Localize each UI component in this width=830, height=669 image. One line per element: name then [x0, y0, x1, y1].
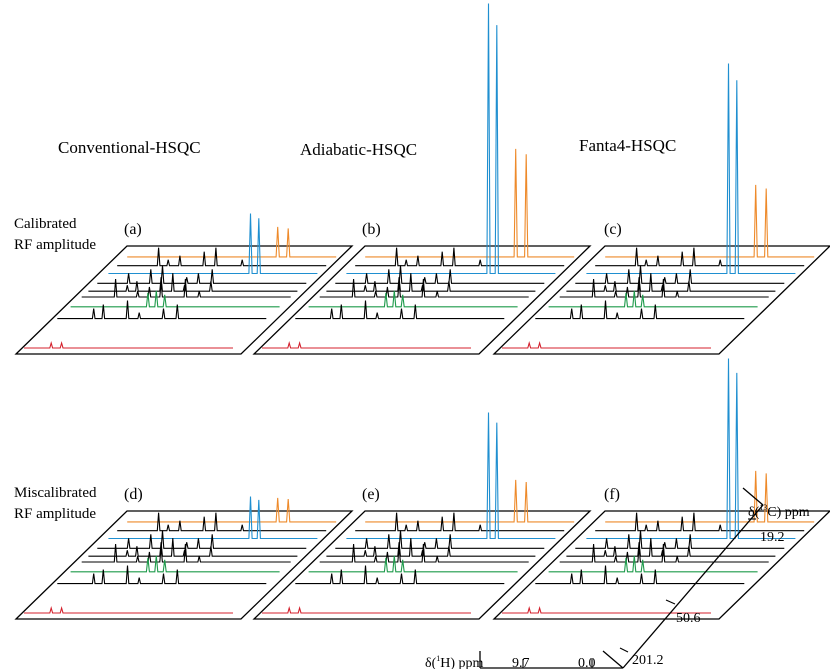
column-title-conventional: Conventional-HSQC [58, 138, 201, 157]
c13-axis-label: δ(13C) ppm [748, 503, 810, 520]
panel-frame [14, 245, 354, 355]
spectrum-trace-red [502, 605, 711, 614]
panel-f-depth-box [479, 487, 764, 669]
panel-label-f: (f) [604, 486, 620, 503]
row-label-calibrated-line1: Calibrated [14, 216, 77, 232]
spectrum-trace-blue [108, 496, 318, 540]
panel-frame [252, 510, 592, 620]
spectrum-trace-black [595, 512, 805, 532]
h1-axis-label: δ(1H) ppm [425, 654, 484, 669]
spectrum-trace-black [566, 538, 776, 557]
spectrum-trace-black [295, 565, 505, 585]
panel-label-b: (b) [362, 221, 381, 238]
spectrum-trace-black [575, 265, 785, 284]
spectra-panels [14, 3, 830, 620]
spectrum-trace-black [88, 538, 298, 557]
spectrum-trace-black [575, 530, 785, 549]
spectrum-trace-black [566, 273, 776, 292]
panel-frame [252, 245, 592, 355]
spectrum-trace-black [117, 512, 327, 532]
spectrum-trace-red [262, 340, 471, 349]
panel-f [492, 358, 830, 620]
spectrum-trace-black [335, 265, 545, 284]
spectrum-trace-black [326, 538, 536, 557]
spectrum-trace-blue [346, 412, 556, 540]
spectrum-trace-blue [108, 213, 318, 275]
panel-frame [492, 245, 830, 355]
depth-box-right-edge [622, 504, 764, 669]
row-label-miscalibrated-line2: RF amplitude [14, 506, 96, 522]
spectrum-trace-black [57, 565, 267, 585]
h1-tick-label-9.7: 9.7 [512, 656, 530, 669]
spectrum-trace-blue [586, 63, 796, 275]
column-title-adiabatic: Adiabatic-HSQC [300, 140, 417, 159]
spectrum-trace-orange [365, 479, 575, 523]
spectrum-trace-black [295, 300, 505, 320]
panel-label-e: (e) [362, 486, 380, 503]
panel-frame [492, 510, 830, 620]
c13-tick-label-19: 19.2 [760, 530, 785, 545]
panel-c [492, 63, 830, 355]
spectrum-trace-blue [346, 3, 556, 275]
panel-e [252, 412, 592, 620]
spectrum-trace-red [262, 605, 471, 614]
spectrum-trace-black [535, 565, 745, 585]
row-label-miscalibrated-line1: Miscalibrated [14, 485, 97, 501]
spectrum-trace-green [548, 555, 758, 573]
spectrum-trace-orange [127, 226, 337, 258]
panel-b [252, 3, 592, 355]
spectrum-trace-green [548, 290, 758, 308]
spectrum-trace-red [24, 340, 233, 349]
h1-tick-label-0.0: 0.0 [578, 656, 596, 669]
spectrum-trace-black [57, 300, 267, 320]
column-title-fanta4: Fanta4-HSQC [579, 136, 676, 155]
spectrum-trace-black [595, 247, 805, 267]
panel-label-a: (a) [124, 221, 142, 238]
c13-tick-label-201: 201.2 [632, 653, 664, 668]
panel-d [14, 496, 354, 620]
spectrum-trace-green [70, 555, 280, 573]
c13-tick-50 [665, 599, 676, 605]
spectrum-trace-orange [605, 470, 815, 523]
spectrum-trace-black [97, 265, 307, 284]
spectrum-trace-black [117, 247, 327, 267]
spectrum-trace-green [308, 555, 518, 573]
spectrum-trace-orange [127, 497, 337, 523]
spectrum-trace-green [308, 290, 518, 308]
spectrum-trace-black [355, 512, 565, 532]
depth-box-front-edge [602, 650, 624, 669]
panel-a [14, 213, 354, 355]
spectrum-trace-red [24, 605, 233, 614]
row-label-calibrated-line2: RF amplitude [14, 237, 96, 253]
spectrum-trace-orange [365, 148, 575, 258]
c13-tick-label-50: 50.6 [676, 611, 701, 626]
panel-label-d: (d) [124, 486, 143, 503]
c13-tick-201 [619, 647, 629, 653]
spectrum-trace-black [335, 530, 545, 549]
panel-frame [14, 510, 354, 620]
spectrum-trace-red [502, 340, 711, 349]
spectrum-trace-black [535, 300, 745, 320]
spectrum-trace-black [355, 247, 565, 267]
spectrum-trace-black [97, 530, 307, 549]
spectrum-trace-green [70, 290, 280, 308]
spectrum-trace-black [326, 273, 536, 292]
spectrum-trace-orange [605, 184, 815, 258]
spectrum-trace-black [88, 273, 298, 292]
spectrum-trace-blue [586, 358, 796, 540]
depth-box-top-edge [742, 487, 764, 506]
panel-label-c: (c) [604, 221, 622, 238]
